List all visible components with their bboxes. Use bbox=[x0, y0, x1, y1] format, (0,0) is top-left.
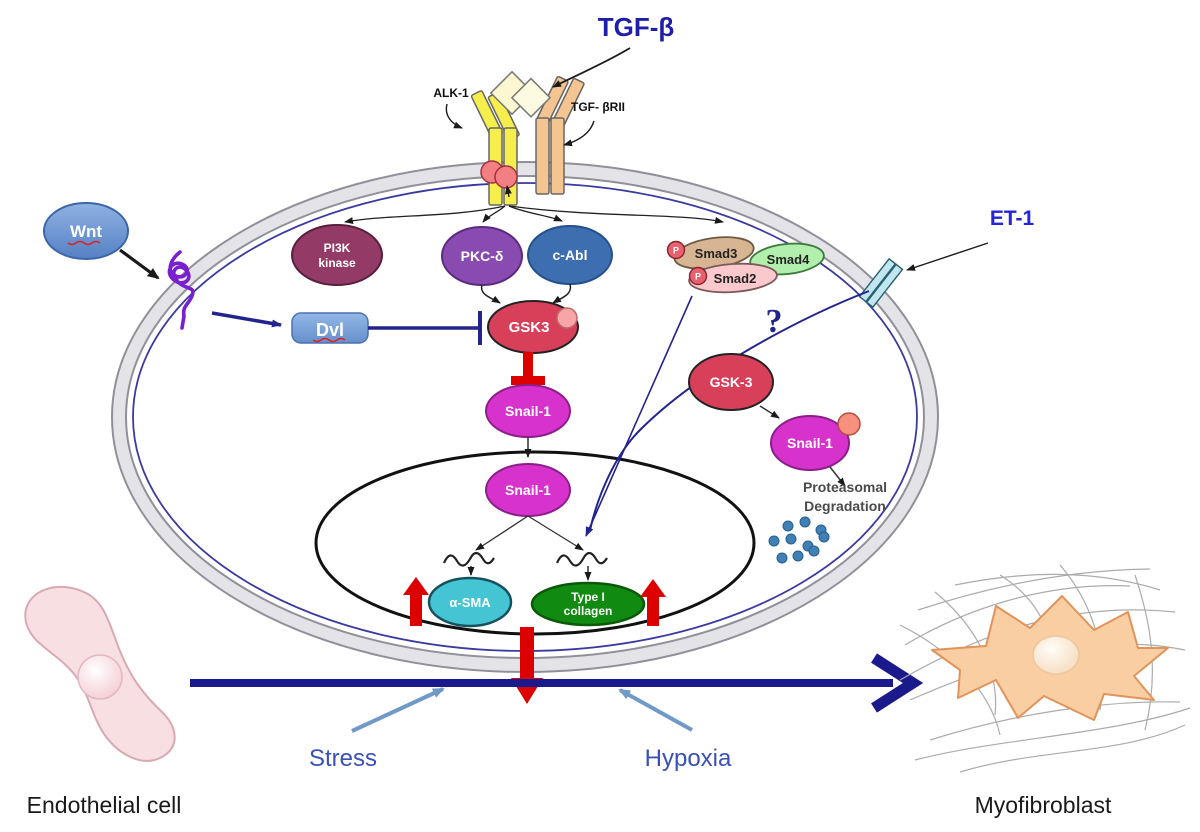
alpha-sma-label: α-SMA bbox=[449, 595, 491, 610]
nucleus-outline bbox=[314, 450, 756, 636]
tgf-beta-pointer-arrow bbox=[552, 47, 631, 88]
snail1-cytoplasmic-node: Snail-1 bbox=[485, 384, 571, 438]
hypoxia-label: Hypoxia bbox=[645, 745, 732, 772]
signal-line-pkc bbox=[482, 205, 506, 223]
snail1-nuclear-label: Snail-1 bbox=[505, 482, 551, 498]
gsk3-to-snail1-arrow bbox=[759, 405, 780, 419]
alk1-label: ALK-1 bbox=[433, 86, 469, 100]
tgfbrii-stalk bbox=[535, 117, 550, 195]
gsk3-snail-inhibition bbox=[511, 352, 545, 385]
dvl-spellcheck-squiggle bbox=[312, 337, 346, 343]
collagen-gene-squiggle bbox=[555, 551, 608, 567]
tgf-beta-title: TGF-β bbox=[598, 12, 675, 42]
tgfb-ligand-diamond bbox=[510, 77, 552, 118]
asma-gene-squiggle bbox=[442, 551, 495, 567]
transition-axis: Stress Hypoxia bbox=[190, 653, 924, 772]
smad3-phospho-circle bbox=[666, 240, 686, 260]
wnt-to-frizzled-arrow bbox=[119, 248, 160, 280]
myofibroblast-nucleus bbox=[1032, 635, 1080, 675]
cabl-to-gsk3-arrow bbox=[552, 283, 572, 304]
smad4-label: Smad4 bbox=[767, 252, 810, 267]
proteasomal-label-line2: Degradation bbox=[804, 498, 886, 514]
signal-line-cabl bbox=[508, 205, 563, 222]
collagen-label-line2: collagen bbox=[564, 604, 613, 618]
degradation-fragments bbox=[768, 516, 830, 564]
snail1-to-degradation-arrow bbox=[829, 466, 846, 487]
gene-squiggles bbox=[442, 551, 608, 581]
snail1-to-asma-gene-line bbox=[475, 515, 529, 551]
smad-to-collagen-arrow bbox=[585, 295, 693, 537]
smad2-label: Smad2 bbox=[714, 271, 757, 286]
smad2-phospho-circle bbox=[688, 266, 708, 286]
wnt-spellcheck-squiggle bbox=[67, 240, 101, 246]
c-abl-node: c-Abl bbox=[527, 225, 613, 285]
snail1-cyto-label: Snail-1 bbox=[505, 403, 551, 419]
receptor-signal-lines bbox=[344, 205, 724, 225]
smad2-node bbox=[688, 262, 778, 294]
gsk3-label: GSK3 bbox=[509, 319, 550, 336]
frizzled-to-dvl-arrow bbox=[211, 311, 282, 328]
question-mark: ? bbox=[766, 303, 783, 340]
signal-line-pi3k bbox=[344, 205, 506, 225]
hypoxia-pointer-arrow bbox=[618, 688, 693, 732]
alpha-sma-node: α-SMA bbox=[427, 576, 513, 628]
type1-collagen-node: Type I collagen bbox=[530, 581, 646, 627]
gsk3-phospho-circle bbox=[556, 307, 578, 329]
snail1-to-collagen-gene-line bbox=[527, 515, 584, 551]
degradation-branch: GSK-3 Snail-1 Proteasomal Degradation bbox=[688, 353, 887, 564]
snail1-nuclear-node: Snail-1 bbox=[485, 463, 571, 517]
myofibroblast: Myofibroblast bbox=[899, 564, 1191, 818]
dvl-label: Dvl bbox=[316, 320, 344, 340]
gsk3-right-node bbox=[688, 353, 774, 411]
upregulation-arrow-right bbox=[640, 579, 666, 626]
pkc-delta-label: PKC-δ bbox=[461, 248, 504, 264]
snail1-right-label: Snail-1 bbox=[787, 435, 833, 451]
endothelial-cell: Endothelial cell bbox=[24, 585, 182, 818]
wnt-node bbox=[43, 202, 129, 260]
smad2-phospho-label: P bbox=[695, 272, 701, 282]
tgfbrii-stalk bbox=[550, 117, 565, 195]
et1-label: ET-1 bbox=[990, 207, 1035, 230]
snail1-right-node bbox=[770, 415, 850, 471]
proteasomal-label-line1: Proteasomal bbox=[803, 479, 887, 495]
signal-line-smad bbox=[508, 205, 724, 224]
stress-label: Stress bbox=[309, 745, 377, 772]
tgfbrii-pointer-arrow bbox=[563, 120, 595, 147]
myofibroblast-label: Myofibroblast bbox=[975, 792, 1112, 818]
collagen-label-line1: Type I bbox=[571, 590, 605, 604]
snail1-right-phospho-circle bbox=[837, 412, 861, 436]
pkc-delta-node: PKC-δ bbox=[441, 226, 523, 286]
endothelial-cell-label: Endothelial cell bbox=[27, 792, 182, 818]
smad3-label: Smad3 bbox=[695, 246, 738, 261]
pi3k-node: PI3K kinase bbox=[291, 224, 383, 286]
wnt-label: Wnt bbox=[70, 222, 102, 241]
et1-pointer-arrow bbox=[906, 242, 989, 271]
smad-complex: Smad3 Smad4 Smad2 P P bbox=[666, 236, 825, 294]
et1-branch: ET-1 ? bbox=[589, 207, 1035, 531]
receptor-phospho-arrow bbox=[504, 185, 512, 198]
gsk3-right-label: GSK-3 bbox=[710, 374, 753, 390]
upregulation-arrow-left bbox=[403, 577, 429, 626]
wnt-branch: Wnt Dvl bbox=[43, 202, 482, 345]
pi3k-label-line2: kinase bbox=[318, 256, 356, 270]
c-abl-label: c-Abl bbox=[553, 247, 588, 263]
stress-pointer-arrow bbox=[351, 687, 445, 733]
pkc-to-gsk3-arrow bbox=[480, 284, 501, 304]
frizzled-receptor-coil bbox=[167, 250, 195, 330]
smad3-phospho-label: P bbox=[673, 246, 679, 256]
endothelial-nucleus bbox=[77, 654, 123, 700]
gsk3-node: GSK3 bbox=[487, 300, 579, 354]
tgfbrii-label: TGF- βRII bbox=[571, 100, 625, 114]
transition-arrow-chevron bbox=[871, 653, 924, 713]
et1-signal-curve bbox=[589, 290, 870, 531]
pi3k-label-line1: PI3K bbox=[324, 241, 351, 255]
alk1-pointer-arrow bbox=[445, 103, 463, 129]
phospho-circle bbox=[494, 165, 518, 189]
tgfb-receptor-complex bbox=[470, 70, 585, 206]
